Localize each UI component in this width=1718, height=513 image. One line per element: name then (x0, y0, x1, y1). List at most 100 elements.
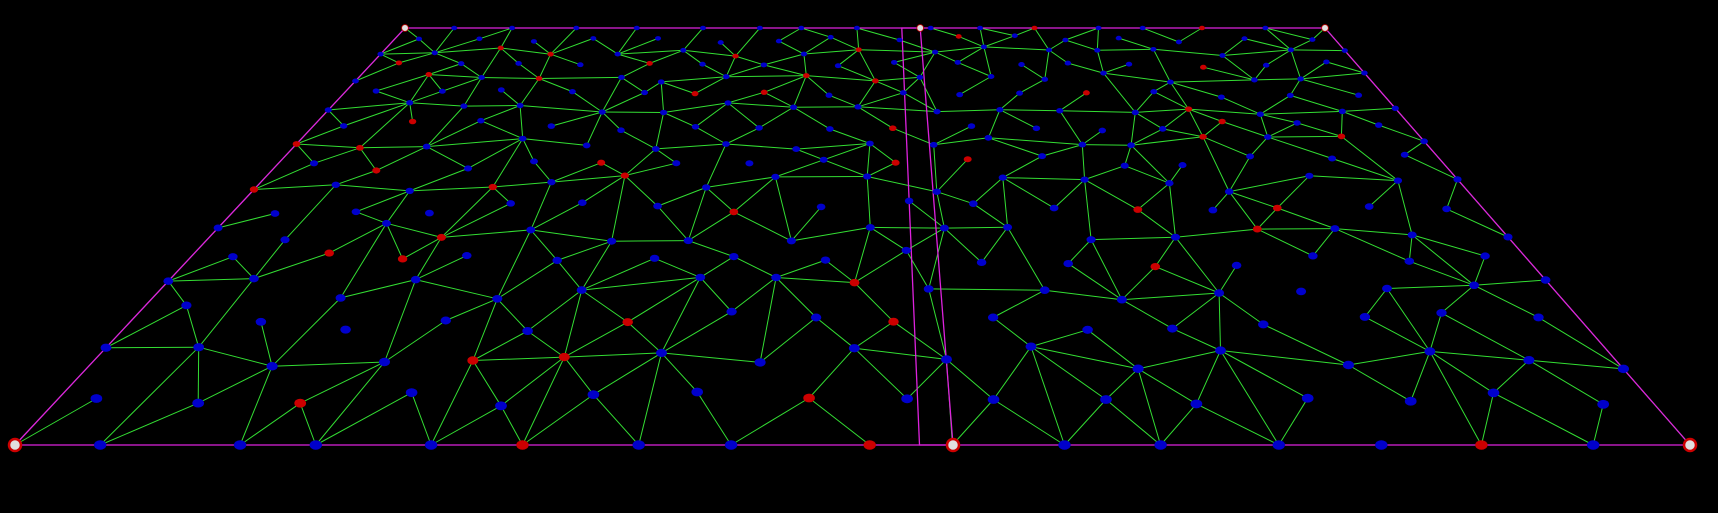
marked-node (1199, 25, 1205, 31)
mesh-edge (695, 126, 727, 145)
mesh-edge (763, 64, 807, 77)
mesh-edge (1175, 228, 1258, 238)
mesh-edge (1007, 227, 1046, 291)
mesh-node (578, 199, 587, 206)
mesh-edge (1429, 350, 1529, 361)
mesh-node (351, 208, 361, 216)
mesh-edge (735, 27, 761, 57)
mesh-edge (661, 352, 761, 363)
mesh-edge (1130, 128, 1163, 146)
mesh-edge (1342, 107, 1396, 112)
mesh-edge (496, 298, 528, 332)
mesh-node (1064, 60, 1072, 66)
mesh-node (649, 254, 660, 262)
mesh-node (1131, 109, 1139, 116)
mesh-edge (239, 402, 301, 446)
mesh-edge (958, 35, 985, 48)
mesh-edge (284, 184, 337, 241)
mesh-node (865, 223, 875, 231)
mesh-edge (1429, 312, 1442, 352)
mesh-node (1056, 107, 1064, 114)
mesh-node (1487, 388, 1500, 398)
mesh-edge (979, 27, 1015, 37)
mesh-edge (355, 62, 400, 82)
mesh-node (352, 78, 359, 84)
mesh-edge (557, 240, 612, 261)
mesh-edge (617, 27, 638, 55)
mesh-edge (564, 321, 628, 358)
mesh-node (771, 273, 781, 282)
mesh-edge (1229, 175, 1310, 193)
mesh-node (477, 117, 485, 124)
mesh-edge (906, 227, 945, 251)
mesh-node (1404, 396, 1417, 406)
mesh-edge (481, 47, 502, 78)
mesh-edge (500, 356, 565, 407)
mesh-node (497, 87, 505, 93)
mesh-edge (866, 162, 896, 177)
mesh-node (438, 88, 446, 94)
mesh-edge (1103, 72, 1136, 113)
mesh-node (792, 146, 801, 153)
mesh-node (530, 39, 537, 44)
mesh-edge (1203, 66, 1255, 81)
marked-node (1031, 25, 1038, 31)
mesh-edge (1155, 266, 1220, 294)
mesh-edge (472, 356, 565, 361)
mesh-node (331, 181, 340, 188)
mesh-edge (1124, 165, 1170, 184)
mesh-edge (551, 111, 603, 127)
mesh-edge (1059, 92, 1087, 112)
mesh-edge (1097, 48, 1154, 51)
mesh-edge (1265, 27, 1292, 51)
mesh-edge (957, 46, 985, 63)
mesh-node (1100, 70, 1107, 76)
marked-node (760, 89, 768, 95)
mesh-edge (866, 143, 871, 177)
marked-node (292, 141, 301, 147)
mesh-edge (327, 109, 345, 127)
mesh-edge (828, 94, 859, 108)
mesh-node (956, 91, 964, 98)
mesh-edge (411, 392, 432, 446)
mesh-edge (1064, 399, 1107, 446)
marked-node (1252, 225, 1262, 233)
mesh-edge (875, 76, 920, 82)
mesh-node (967, 123, 976, 129)
mesh-node (1296, 287, 1307, 296)
mesh-edge (893, 61, 921, 78)
mesh-edge (335, 184, 410, 192)
mesh-edge (434, 47, 501, 54)
mesh-node (1309, 37, 1316, 42)
mesh-node (431, 50, 438, 56)
mesh-edge (727, 102, 794, 108)
mesh-edge (1172, 328, 1221, 351)
mesh-node (460, 103, 468, 109)
mesh-node (954, 59, 962, 65)
marked-node (849, 278, 860, 287)
marked-node (1272, 204, 1282, 212)
mesh-edge (617, 53, 650, 64)
mesh-edge (919, 51, 936, 78)
mesh-node (1086, 236, 1096, 244)
mesh-node (1503, 233, 1513, 241)
mesh-edge (1090, 239, 1123, 300)
mesh-node (476, 36, 483, 42)
mesh-node (457, 61, 465, 67)
mesh-edge (496, 229, 532, 300)
mesh-edge (1002, 155, 1043, 179)
mesh-node (683, 237, 693, 245)
mesh-node (1224, 188, 1234, 195)
mesh-edge (815, 317, 855, 349)
mesh-edge (1212, 191, 1230, 211)
mesh-edge (1528, 359, 1624, 370)
mesh-node (1262, 62, 1270, 68)
mesh-edge (1168, 164, 1183, 184)
mesh-edge (706, 176, 776, 188)
mesh-edge (683, 49, 736, 57)
mesh-edge (725, 143, 797, 150)
mesh-edge (1065, 27, 1099, 41)
mesh-node (1391, 105, 1399, 112)
mesh-edge (733, 176, 776, 213)
mesh-node (577, 62, 584, 68)
